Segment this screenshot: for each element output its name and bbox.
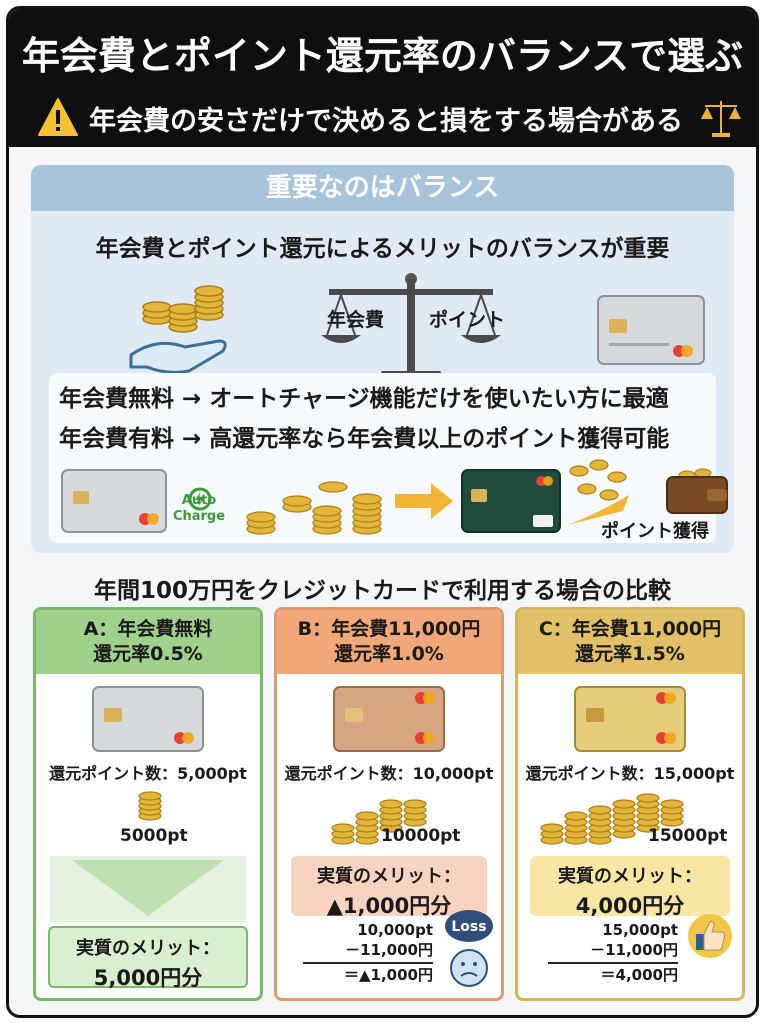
wallet-icon xyxy=(666,468,728,514)
balance-heading: 重要なのはバランス xyxy=(31,165,734,211)
paid-fee-explanation: 年会費有料 → 高還元率なら年会費以上のポイント獲得可能 xyxy=(59,426,670,452)
free-fee-explanation: 年会費無料 → オートチャージ機能だけを使いたい方に最適 xyxy=(59,386,669,412)
thumbs-up-icon xyxy=(688,914,732,958)
option-c-column: C：年会費11,000円 還元率1.5% 還元ポイント数：15,000pt 15… xyxy=(515,607,745,1001)
option-b-calculation: 10,000pt －11,000円 ＝▲1,000円 xyxy=(303,920,433,985)
coins-hand-icon xyxy=(129,285,227,374)
green-card-icon xyxy=(461,469,561,533)
option-a-header: A：年会費無料 還元率0.5% xyxy=(36,610,260,674)
option-a-merit: 実質のメリット： 5,000円分 xyxy=(48,926,248,990)
header: 年会費とポイント還元率のバランスで選ぶ 年会費の安さだけで決めると損をする場合が… xyxy=(9,9,756,147)
arrow-right-icon xyxy=(395,483,453,519)
subtitle-row: 年会費の安さだけで決めると損をする場合がある xyxy=(9,97,756,141)
scale-label-points: ポイント xyxy=(429,309,506,331)
credit-card-icon xyxy=(597,295,705,365)
svg-text:Loss: Loss xyxy=(451,919,486,935)
coin-stack-icon xyxy=(540,793,684,845)
infographic-frame: 年会費とポイント還元率のバランスで選ぶ 年会費の安さだけで決めると損をする場合が… xyxy=(6,6,759,1018)
coin-stacks-icon xyxy=(246,481,382,535)
balance-panel: 重要なのはバランス 年会費とポイント還元によるメリットのバランスが重要 年会費 … xyxy=(31,165,734,553)
silver-card-icon xyxy=(92,686,204,752)
coin-stack-icon xyxy=(138,791,162,821)
loss-character-icon: Loss xyxy=(445,910,493,987)
option-a-column: A：年会費無料 還元率0.5% 還元ポイント数：5,000pt 5000pt 実… xyxy=(33,607,263,1001)
option-c-merit: 実質のメリット： 4,000円分 xyxy=(530,856,730,918)
scale-icon xyxy=(701,101,741,137)
warning-icon xyxy=(38,98,78,136)
balance-subheading: 年会費とポイント還元によるメリットのバランスが重要 xyxy=(95,236,670,262)
option-c-header: C：年会費11,000円 還元率1.5% xyxy=(518,610,742,674)
auto-charge-label: Auto Charge xyxy=(172,493,226,524)
scale-label-annual-fee: 年会費 xyxy=(327,309,385,331)
option-c-stack-label: 15000pt xyxy=(648,826,728,846)
option-c-calculation: 15,000pt －11,000円 ＝4,000円 xyxy=(548,920,678,985)
option-c-points: 還元ポイント数：15,000pt xyxy=(525,764,735,783)
option-a-stack-label: 5000pt xyxy=(120,826,188,846)
silver-card-icon xyxy=(61,469,167,533)
option-b-points: 還元ポイント数：10,000pt xyxy=(284,764,494,783)
option-b-stack-label: 10000pt xyxy=(381,826,461,846)
bronze-card-icon xyxy=(333,686,445,752)
option-b-column: B：年会費11,000円 還元率1.0% 還元ポイント数：10,000pt 10… xyxy=(274,607,504,1001)
comparison-title: 年間100万円をクレジットカードで利用する場合の比較 xyxy=(93,578,671,604)
page-subtitle: 年会費の安さだけで決めると損をする場合がある xyxy=(89,106,683,137)
page-title: 年会費とポイント還元率のバランスで選ぶ xyxy=(21,34,744,78)
auto-charge-icon xyxy=(188,487,212,511)
points-earned-label: ポイント獲得 xyxy=(601,521,709,542)
gold-card-icon xyxy=(574,686,686,752)
flying-coins-icon xyxy=(567,459,629,525)
down-arrow-shape xyxy=(50,856,246,922)
option-a-points: 還元ポイント数：5,000pt xyxy=(49,764,247,783)
option-b-header: B：年会費11,000円 還元率1.0% xyxy=(277,610,501,674)
option-b-merit: 実質のメリット： ▲1,000円分 xyxy=(291,856,487,918)
coin-stack-icon xyxy=(331,799,427,845)
